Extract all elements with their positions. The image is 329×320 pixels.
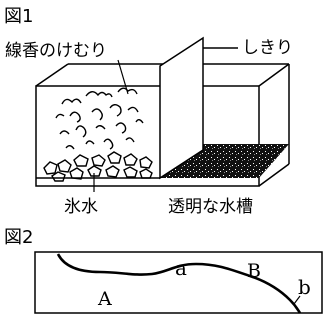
ice-water-label: 氷水 xyxy=(64,197,98,217)
smoke-leader-line xyxy=(117,59,129,95)
label-a-leader xyxy=(157,267,173,274)
divider-label: しきり xyxy=(242,38,293,58)
label-region-a: A xyxy=(97,288,112,310)
label-a: a xyxy=(175,256,187,280)
label-region-b: B xyxy=(247,260,261,282)
figure1-title: 図1 xyxy=(4,6,33,27)
label-b-leader xyxy=(293,295,301,305)
figure2-title: 図2 xyxy=(4,227,33,248)
label-b: b xyxy=(298,275,311,299)
tank-label: 透明な水槽 xyxy=(168,197,253,217)
dark-water-front xyxy=(160,172,259,178)
smoke-blobs xyxy=(55,87,144,150)
divider-panel xyxy=(159,36,204,180)
boundary-curve xyxy=(56,253,302,314)
tank xyxy=(35,63,290,187)
ice-cubes xyxy=(43,151,153,182)
top-view-frame xyxy=(34,251,323,314)
smoke-label: 線香のけむり xyxy=(5,41,107,61)
